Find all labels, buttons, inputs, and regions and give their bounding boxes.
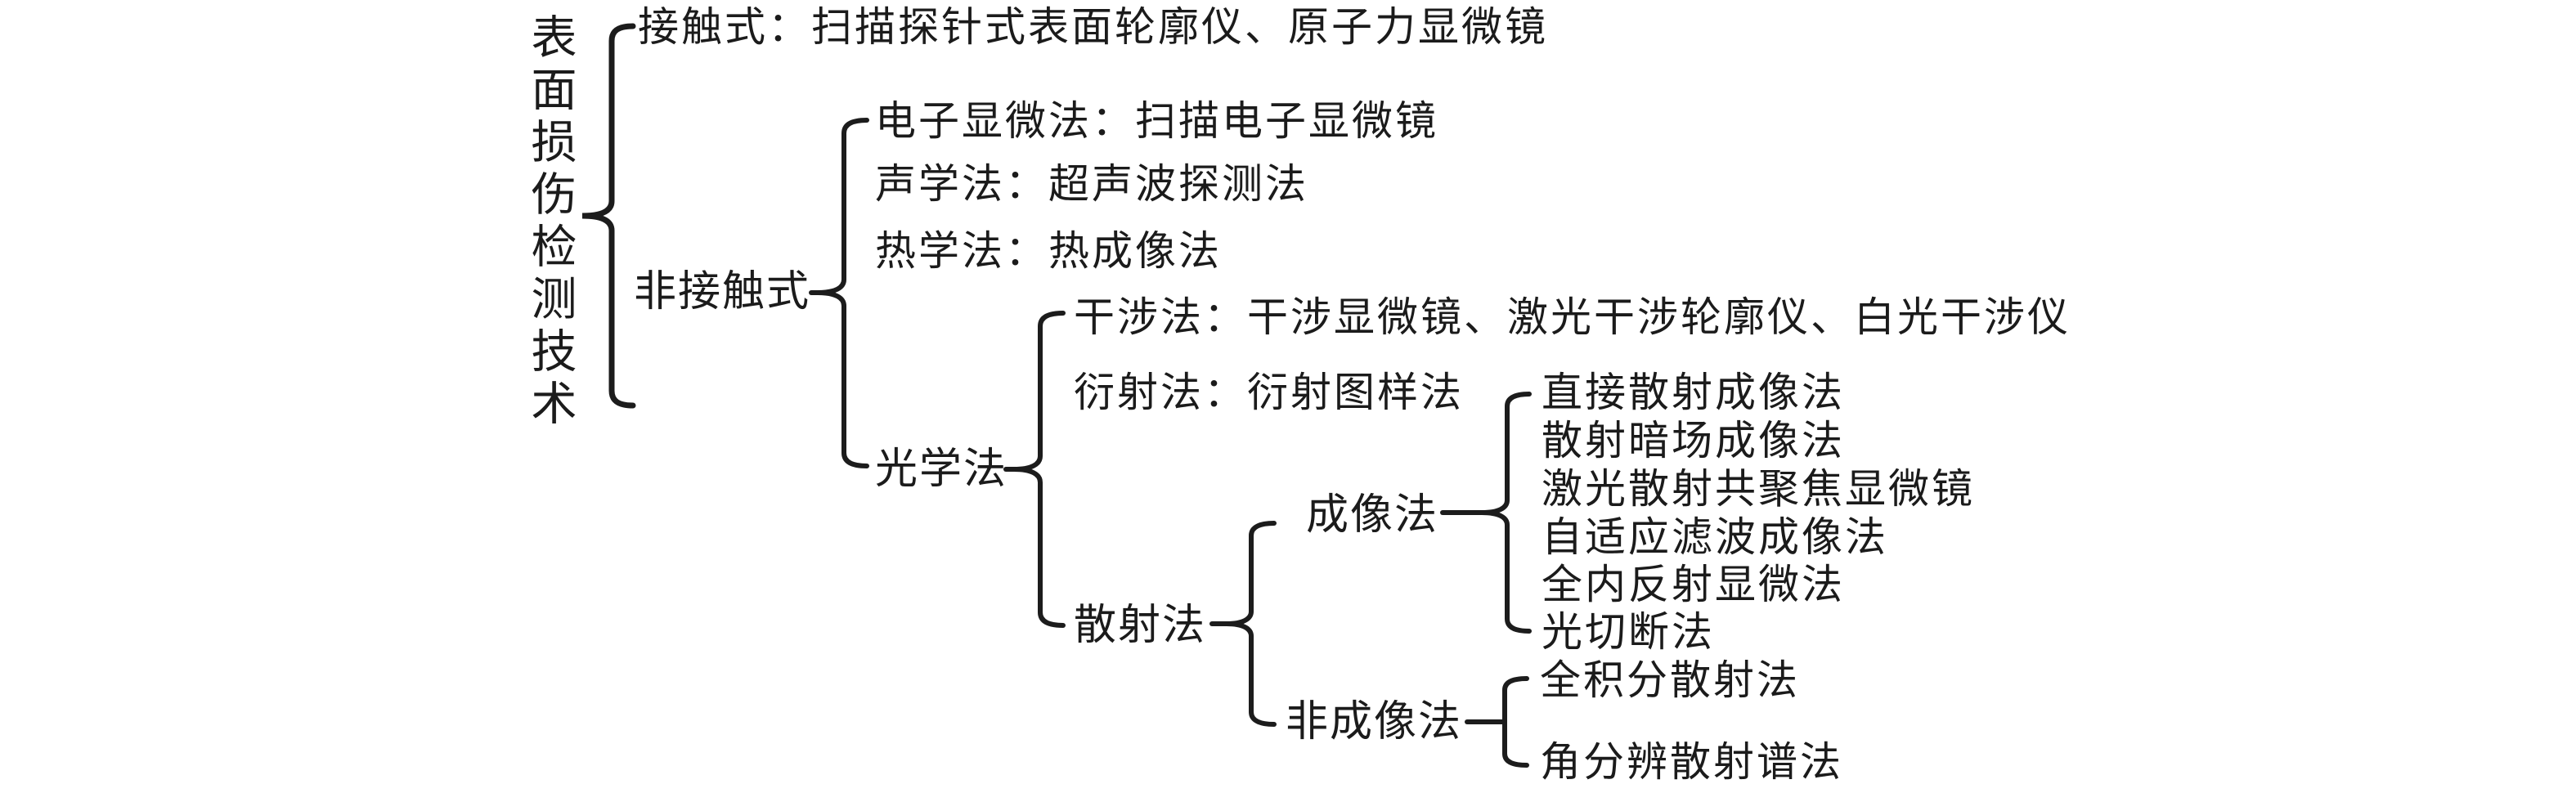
branch-thermal: 热学法：热成像法	[875, 227, 1222, 275]
branch-electron-microscopy: 电子显微法：扫描电子显微镜	[875, 97, 1438, 145]
node-optical: 光学法	[875, 445, 1008, 494]
node-scattering: 散射法	[1074, 601, 1207, 650]
brace-non-contact	[817, 118, 869, 468]
leaf-direct-scattering-imaging: 直接散射成像法	[1542, 369, 1845, 416]
leaf-total-internal-reflection-microscopy: 全内反射显微法	[1542, 561, 1845, 608]
leaf-adaptive-filter-imaging: 自适应滤波成像法	[1542, 513, 1888, 561]
brace-optical	[1013, 311, 1066, 628]
brace-root	[581, 23, 636, 409]
brace-non-imaging	[1502, 676, 1529, 768]
brace-imaging	[1481, 392, 1532, 634]
root-title: 表面损伤检测技术	[523, 13, 577, 432]
branch-contact: 接触式：扫描探针式表面轮廓仪、原子力显微镜	[638, 3, 1548, 51]
leaf-light-sectioning: 光切断法	[1542, 608, 1715, 656]
node-imaging: 成像法	[1306, 491, 1439, 540]
branch-interference: 干涉法：干涉显微镜、激光干涉轮廓仪、白光干涉仪	[1074, 293, 2071, 341]
leaf-angle-resolved-scattering-spectroscopy: 角分辨散射谱法	[1540, 738, 1843, 786]
node-non-contact: 非接触式	[634, 267, 811, 316]
branch-diffraction: 衍射法：衍射图样法	[1074, 369, 1464, 416]
brace-scattering	[1226, 521, 1277, 727]
leaf-laser-scattering-confocal-microscope: 激光散射共聚焦显微镜	[1542, 465, 1975, 513]
leaf-total-integrated-scattering: 全积分散射法	[1540, 656, 1800, 704]
branch-acoustic: 声学法：超声波探测法	[875, 160, 1308, 208]
leaf-dark-field-scattering-imaging: 散射暗场成像法	[1542, 417, 1845, 464]
node-non-imaging: 非成像法	[1286, 697, 1463, 746]
